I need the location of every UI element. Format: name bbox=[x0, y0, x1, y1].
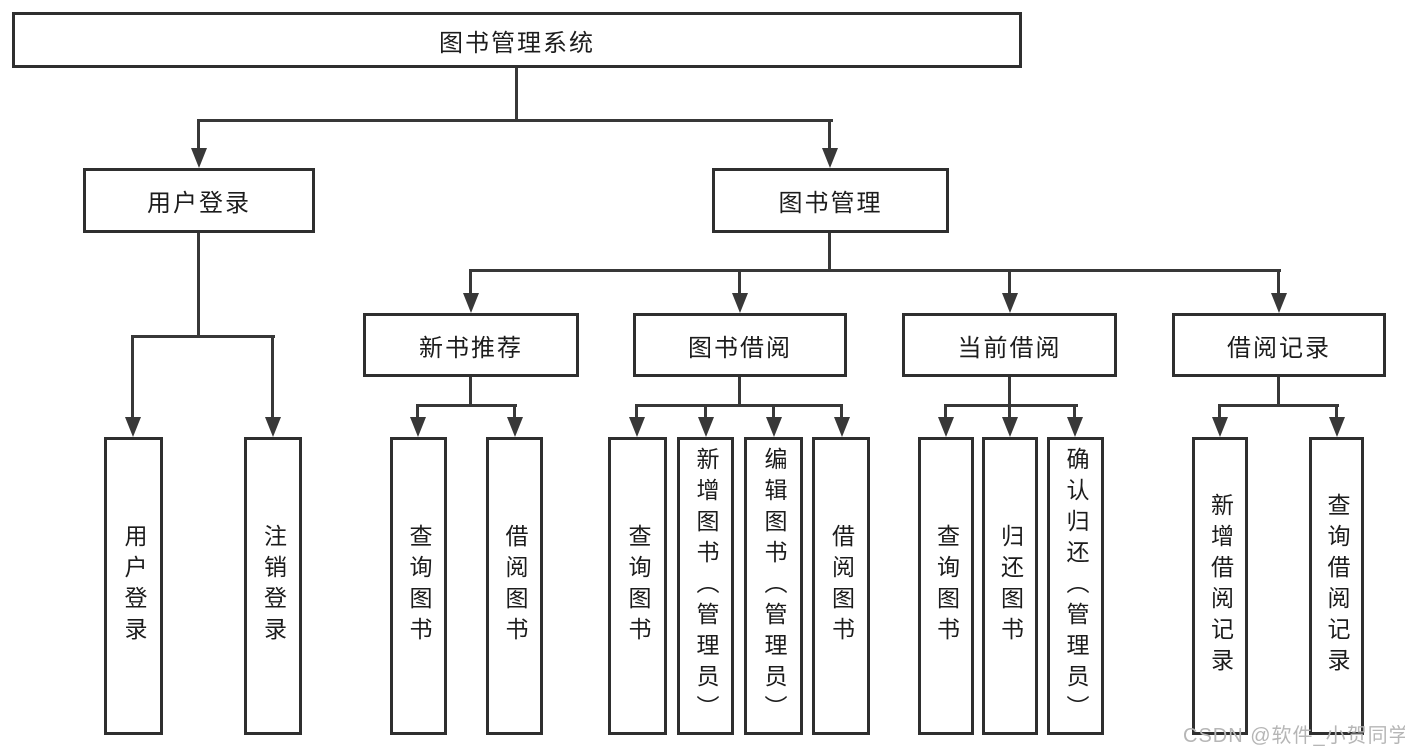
arrowhead-down-icon bbox=[629, 417, 645, 437]
connector-line bbox=[1008, 269, 1011, 297]
connector-line bbox=[635, 404, 638, 420]
connector-line bbox=[1335, 404, 1338, 420]
arrowhead-down-icon bbox=[834, 417, 850, 437]
leaf-return-book-label: 归还图书 bbox=[997, 524, 1024, 648]
arrowhead-down-icon bbox=[732, 293, 748, 313]
arrowhead-down-icon bbox=[822, 148, 838, 168]
connector-line bbox=[772, 404, 775, 420]
connector-line bbox=[469, 269, 1281, 272]
connector-line bbox=[1073, 404, 1076, 420]
connector-line bbox=[131, 335, 275, 338]
node-book-borrowing: 图书借阅 bbox=[633, 313, 847, 377]
arrowhead-down-icon bbox=[1271, 293, 1287, 313]
arrowhead-down-icon bbox=[766, 417, 782, 437]
connector-line bbox=[416, 404, 419, 420]
leaf-confirm-return-admin-label: 确认归还（管理员） bbox=[1063, 446, 1089, 726]
leaf-confirm-return-admin: 确认归还（管理员） bbox=[1047, 437, 1104, 735]
connector-line bbox=[840, 404, 843, 420]
connector-line bbox=[944, 404, 1078, 407]
connector-line bbox=[1277, 269, 1280, 297]
connector-line bbox=[469, 377, 472, 406]
connector-line bbox=[944, 404, 947, 420]
arrowhead-down-icon bbox=[410, 417, 426, 437]
connector-line bbox=[197, 119, 200, 151]
connector-line bbox=[738, 269, 741, 297]
connector-line bbox=[197, 119, 833, 122]
arrowhead-down-icon bbox=[1067, 417, 1083, 437]
arrowhead-down-icon bbox=[1002, 417, 1018, 437]
connector-line bbox=[704, 404, 707, 420]
connector-line bbox=[1218, 404, 1221, 420]
node-borrowing-records: 借阅记录 bbox=[1172, 313, 1386, 377]
connector-line bbox=[1008, 377, 1011, 406]
arrowhead-down-icon bbox=[1002, 293, 1018, 313]
leaf-return-book: 归还图书 bbox=[982, 437, 1038, 735]
leaf-query-books-current-label: 查询图书 bbox=[933, 524, 960, 648]
watermark: CSDN @软件_小贺同学 bbox=[1183, 725, 1405, 747]
node-book-management: 图书管理 bbox=[712, 168, 949, 233]
leaf-borrow-books-recommend-label: 借阅图书 bbox=[502, 524, 528, 648]
connector-line bbox=[271, 335, 274, 421]
leaf-query-books-borrowing-label: 查询图书 bbox=[625, 524, 651, 648]
connector-line bbox=[1008, 404, 1011, 420]
leaf-add-book-admin-label: 新增图书（管理员） bbox=[693, 446, 719, 726]
leaf-user-login: 用户登录 bbox=[104, 437, 163, 735]
arrowhead-down-icon bbox=[125, 417, 141, 437]
leaf-logout: 注销登录 bbox=[244, 437, 302, 735]
leaf-borrow-books-borrowing: 借阅图书 bbox=[812, 437, 870, 735]
leaf-borrow-books-recommend: 借阅图书 bbox=[486, 437, 543, 735]
leaf-logout-label: 注销登录 bbox=[260, 524, 287, 648]
leaf-query-books-recommend: 查询图书 bbox=[390, 437, 447, 735]
arrowhead-down-icon bbox=[507, 417, 523, 437]
leaf-query-books-current: 查询图书 bbox=[918, 437, 974, 735]
leaf-query-borrow-record: 查询借阅记录 bbox=[1309, 437, 1364, 735]
connector-line bbox=[416, 404, 517, 407]
leaf-borrow-books-borrowing-label: 借阅图书 bbox=[828, 524, 855, 648]
connector-line bbox=[1277, 377, 1280, 406]
connector-line bbox=[635, 404, 843, 407]
node-new-book-recommend: 新书推荐 bbox=[363, 313, 579, 377]
arrowhead-down-icon bbox=[1329, 417, 1345, 437]
leaf-add-borrow-record-label: 新增借阅记录 bbox=[1207, 493, 1234, 679]
arrowhead-down-icon bbox=[698, 417, 714, 437]
node-current-borrowing: 当前借阅 bbox=[902, 313, 1117, 377]
connector-line bbox=[738, 377, 741, 406]
leaf-add-borrow-record: 新增借阅记录 bbox=[1192, 437, 1248, 735]
leaf-edit-book-admin: 编辑图书（管理员） bbox=[744, 437, 803, 735]
arrowhead-down-icon bbox=[1212, 417, 1228, 437]
leaf-user-login-label: 用户登录 bbox=[121, 524, 147, 648]
node-root: 图书管理系统 bbox=[12, 12, 1022, 68]
node-user-login-branch: 用户登录 bbox=[83, 168, 315, 233]
connector-line bbox=[197, 233, 200, 337]
leaf-query-books-borrowing: 查询图书 bbox=[608, 437, 667, 735]
leaf-query-borrow-record-label: 查询借阅记录 bbox=[1324, 493, 1350, 679]
leaf-add-book-admin: 新增图书（管理员） bbox=[677, 437, 734, 735]
arrowhead-down-icon bbox=[938, 417, 954, 437]
connector-line bbox=[828, 233, 831, 271]
leaf-edit-book-admin-label: 编辑图书（管理员） bbox=[761, 446, 787, 726]
connector-line bbox=[513, 404, 516, 420]
connector-line bbox=[469, 269, 472, 297]
connector-line bbox=[131, 335, 134, 421]
leaf-query-books-recommend-label: 查询图书 bbox=[406, 524, 432, 648]
arrowhead-down-icon bbox=[265, 417, 281, 437]
arrowhead-down-icon bbox=[463, 293, 479, 313]
connector-line bbox=[828, 119, 831, 151]
connector-line bbox=[1218, 404, 1339, 407]
connector-line bbox=[515, 68, 518, 121]
arrowhead-down-icon bbox=[191, 148, 207, 168]
